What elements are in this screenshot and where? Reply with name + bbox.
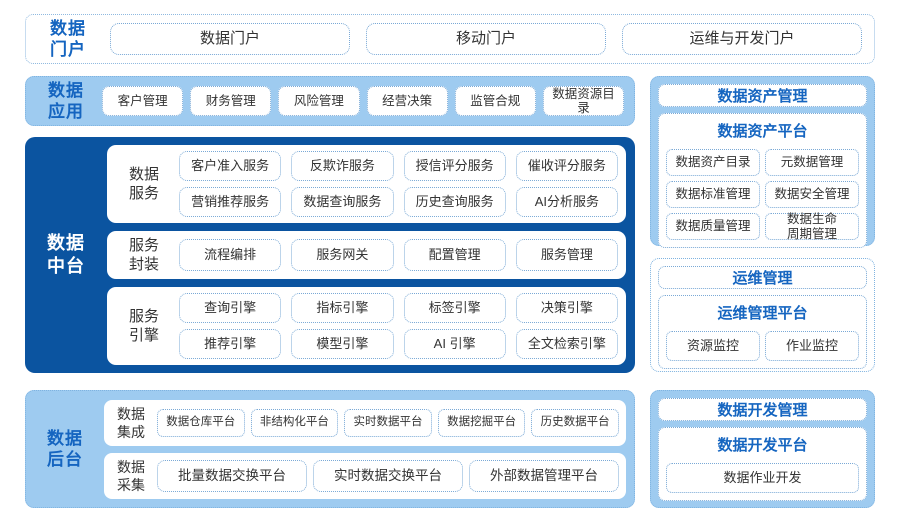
integration-data-warehouse[interactable]: 数据仓库平台	[157, 408, 245, 437]
service-marketing-recommend[interactable]: 营销推荐服务	[179, 187, 282, 217]
encap-service-management[interactable]: 服务管理	[515, 239, 618, 271]
group-service-encapsulation-label: 服务 封装	[128, 237, 159, 273]
group-data-collection: 数据 采集 批量数据交换平台 实时数据交换平台 外部数据管理平台	[104, 452, 626, 499]
middle-platform-block: 数据 中台 数据 服务 客户准入服务 反欺诈服务 授信评分服务 催收评分服务 营…	[25, 137, 635, 373]
asset-platform-panel: 数据资产平台 数据资产目录 元数据管理 数据标准管理 数据安全管理 数据质量管理…	[658, 113, 867, 248]
app-item-resource-catalog[interactable]: 数据资源目录	[542, 86, 625, 116]
asset-management-box: 数据资产管理 数据资产平台 数据资产目录 元数据管理 数据标准管理 数据安全管理…	[650, 76, 875, 248]
integration-realtime-data[interactable]: 实时数据平台	[344, 408, 432, 437]
application-row: 数据 应用 客户管理 财务管理 风险管理 经营决策 监管合规 数据资源目录	[25, 76, 635, 126]
application-row-items: 客户管理 财务管理 风险管理 经营决策 监管合规 数据资源目录	[102, 86, 634, 116]
ops-management-box: 运维管理 运维管理平台 资源监控 作业监控	[650, 258, 875, 372]
app-item-customer[interactable]: 客户管理	[102, 86, 184, 116]
asset-platform-items: 数据资产目录 元数据管理 数据标准管理 数据安全管理 数据质量管理 数据生命 周…	[666, 149, 859, 241]
integration-history-data[interactable]: 历史数据平台	[531, 408, 619, 437]
engine-query[interactable]: 查询引擎	[179, 293, 282, 323]
middle-platform-label: 数据 中台	[47, 233, 85, 276]
service-ai-analysis[interactable]: AI分析服务	[515, 187, 618, 217]
dev-management-box: 数据开发管理 数据开发平台 数据作业开发	[650, 390, 875, 508]
ops-management-header: 运维管理	[658, 266, 867, 289]
dev-item-job-development[interactable]: 数据作业开发	[666, 463, 859, 493]
encap-process-orchestration[interactable]: 流程编排	[179, 239, 282, 271]
group-data-service: 数据 服务 客户准入服务 反欺诈服务 授信评分服务 催收评分服务 营销推荐服务 …	[107, 145, 626, 223]
dev-platform-title: 数据开发平台	[717, 437, 808, 454]
service-data-query[interactable]: 数据查询服务	[291, 187, 394, 217]
service-customer-admission[interactable]: 客户准入服务	[179, 151, 282, 181]
asset-item-quality[interactable]: 数据质量管理	[666, 213, 760, 240]
service-credit-score[interactable]: 授信评分服务	[403, 151, 506, 181]
ops-item-resource-monitor[interactable]: 资源监控	[666, 331, 760, 361]
app-item-risk[interactable]: 风险管理	[278, 86, 360, 116]
group-data-integration: 数据 集成 数据仓库平台 非结构化平台 实时数据平台 数据挖掘平台 历史数据平台	[104, 399, 626, 446]
encap-service-gateway[interactable]: 服务网关	[291, 239, 394, 271]
app-item-decision[interactable]: 经营决策	[366, 86, 448, 116]
group-data-service-items: 客户准入服务 反欺诈服务 授信评分服务 催收评分服务 营销推荐服务 数据查询服务…	[175, 151, 618, 217]
portal-row-items: 数据门户 移动门户 运维与开发门户	[104, 23, 874, 55]
engine-ai[interactable]: AI 引擎	[403, 329, 506, 359]
middle-platform-groups: 数据 服务 客户准入服务 反欺诈服务 授信评分服务 催收评分服务 营销推荐服务 …	[105, 137, 635, 373]
asset-item-catalog[interactable]: 数据资产目录	[666, 149, 760, 176]
app-item-finance[interactable]: 财务管理	[190, 86, 272, 116]
ops-platform-panel: 运维管理平台 资源监控 作业监控	[658, 295, 867, 369]
collection-realtime-exchange[interactable]: 实时数据交换平台	[313, 459, 463, 492]
backend-row-label: 数据 后台	[47, 429, 83, 469]
portal-item-mobile[interactable]: 移动门户	[366, 23, 606, 55]
backend-row: 数据 后台 数据 集成 数据仓库平台 非结构化平台 实时数据平台 数据挖掘平台 …	[25, 390, 635, 508]
engine-metric[interactable]: 指标引擎	[291, 293, 394, 323]
ops-platform-title: 运维管理平台	[717, 305, 808, 322]
group-data-integration-label: 数据 集成	[117, 405, 145, 440]
engine-decision[interactable]: 决策引擎	[515, 293, 618, 323]
encap-config-management[interactable]: 配置管理	[403, 239, 506, 271]
portal-item-ops-dev[interactable]: 运维与开发门户	[622, 23, 862, 55]
collection-external-data[interactable]: 外部数据管理平台	[469, 459, 619, 492]
group-service-encapsulation: 服务 封装 流程编排 服务网关 配置管理 服务管理	[107, 231, 626, 279]
integration-data-mining[interactable]: 数据挖掘平台	[437, 408, 526, 437]
group-data-collection-label: 数据 采集	[117, 458, 145, 493]
asset-item-security[interactable]: 数据安全管理	[765, 181, 859, 208]
engine-recommend[interactable]: 推荐引擎	[179, 329, 282, 359]
asset-item-standard[interactable]: 数据标准管理	[666, 181, 760, 208]
application-row-label: 数据 应用	[48, 81, 84, 121]
asset-item-lifecycle[interactable]: 数据生命 周期管理	[765, 212, 859, 241]
group-service-engine-label: 服务 引擎	[128, 308, 159, 344]
ops-item-job-monitor[interactable]: 作业监控	[765, 331, 859, 361]
backend-groups: 数据 集成 数据仓库平台 非结构化平台 实时数据平台 数据挖掘平台 历史数据平台…	[104, 393, 634, 506]
app-item-compliance[interactable]: 监管合规	[454, 86, 536, 116]
service-collection-score[interactable]: 催收评分服务	[515, 151, 618, 181]
dev-management-header: 数据开发管理	[658, 398, 867, 421]
group-service-engine-items: 查询引擎 指标引擎 标签引擎 决策引擎 推荐引擎 模型引擎 AI 引擎 全文检索…	[175, 293, 618, 359]
engine-model[interactable]: 模型引擎	[291, 329, 394, 359]
portal-row-label: 数据 门户	[50, 19, 86, 59]
group-service-engine: 服务 引擎 查询引擎 指标引擎 标签引擎 决策引擎 推荐引擎 模型引擎 AI 引…	[107, 287, 626, 365]
ops-platform-items: 资源监控 作业监控	[666, 331, 859, 361]
asset-platform-title: 数据资产平台	[717, 123, 808, 140]
dev-platform-items: 数据作业开发	[666, 463, 859, 493]
service-history-query[interactable]: 历史查询服务	[403, 187, 506, 217]
dev-platform-panel: 数据开发平台 数据作业开发	[658, 427, 867, 501]
portal-row: 数据 门户 数据门户 移动门户 运维与开发门户	[25, 14, 875, 64]
engine-fulltext-search[interactable]: 全文检索引擎	[515, 329, 618, 359]
asset-item-metadata[interactable]: 元数据管理	[765, 149, 859, 176]
group-data-integration-items: 数据仓库平台 非结构化平台 实时数据平台 数据挖掘平台 历史数据平台	[153, 408, 619, 437]
group-service-encapsulation-items: 流程编排 服务网关 配置管理 服务管理	[175, 239, 618, 271]
collection-batch-exchange[interactable]: 批量数据交换平台	[157, 459, 307, 492]
service-anti-fraud[interactable]: 反欺诈服务	[291, 151, 394, 181]
engine-tag[interactable]: 标签引擎	[403, 293, 506, 323]
asset-management-header: 数据资产管理	[658, 84, 867, 107]
integration-unstructured[interactable]: 非结构化平台	[250, 408, 339, 437]
group-data-collection-items: 批量数据交换平台 实时数据交换平台 外部数据管理平台	[153, 459, 619, 492]
group-data-service-label: 数据 服务	[128, 166, 159, 202]
portal-item-data[interactable]: 数据门户	[110, 23, 350, 55]
